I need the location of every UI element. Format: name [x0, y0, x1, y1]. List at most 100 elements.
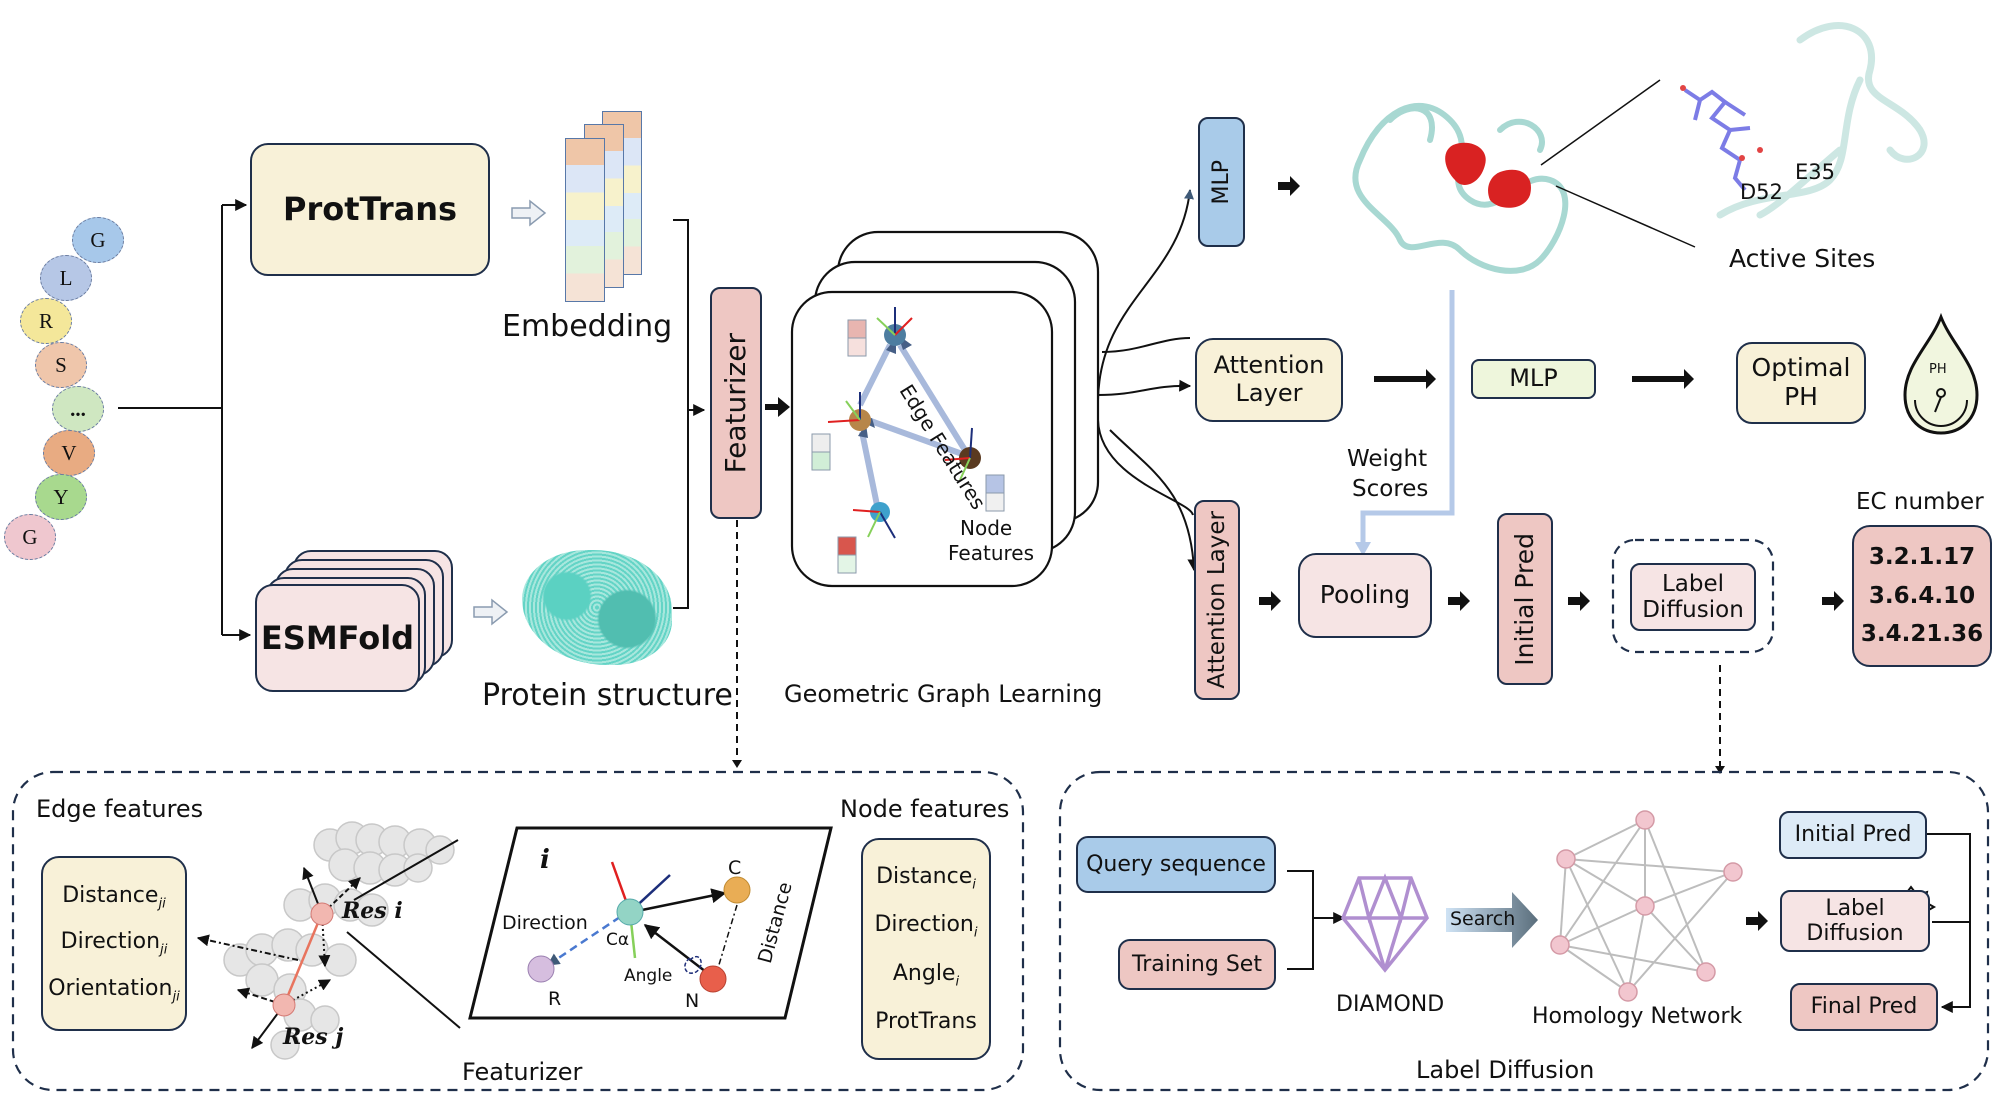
esmfold-box: ESMFold: [255, 584, 420, 692]
homology-network-nodes: [1550, 810, 1743, 1002]
residue-bead: V: [43, 430, 95, 476]
graph-branch-curves: [1097, 189, 1200, 572]
prottrans-box: ProtTrans: [250, 143, 490, 276]
layer-label: Layer: [1235, 379, 1303, 407]
node-feature-cubes: [811, 319, 1005, 574]
edge-feature-item: Directionji: [60, 929, 168, 958]
ec-number: 3.6.4.10: [1868, 582, 1976, 609]
residue-bead: ...: [52, 386, 104, 432]
res-j-node: [272, 993, 296, 1017]
graph-node-axes: [827, 307, 973, 539]
diamond-label: DIAMOND: [1336, 992, 1445, 1017]
d52-label: D52: [1740, 180, 1783, 204]
residue-label: R: [38, 308, 53, 333]
res-bond: [282, 917, 322, 1006]
ph-icon-text: PH: [1929, 362, 1947, 377]
diffusion-label: Diffusion: [1806, 921, 1904, 946]
residue-bead: R: [20, 298, 72, 344]
residue-vectors: [196, 839, 461, 1049]
protein-cartoon-image: [1352, 102, 1569, 274]
residue-label: G: [90, 227, 106, 252]
pooling-box: Pooling: [1298, 553, 1432, 638]
e35-label: E35: [1795, 160, 1835, 184]
edge-feature-item: Orientationji: [48, 975, 180, 1005]
featurizer-to-graph-arrow: [765, 397, 790, 417]
node-features-label-1: Node: [960, 516, 1013, 540]
training-set-label: Training Set: [1132, 951, 1262, 977]
weight-scores-label-1: Weight: [1347, 446, 1428, 472]
c-atom-label: C: [728, 857, 742, 879]
geometric-graph-learning-label: Geometric Graph Learning: [784, 680, 1103, 708]
optimal-label: Optimal: [1751, 353, 1851, 383]
active-site-zoom-image: [1716, 22, 1928, 219]
plane-i-label: i: [540, 845, 550, 875]
graph-card-stack: [790, 230, 1100, 588]
ec-number-box: 3.2.1.17 3.6.4.10 3.4.21.36: [1852, 525, 1992, 667]
res-j-label: Res j: [283, 1024, 344, 1050]
active-site-mlp-box: MLP: [1198, 117, 1245, 247]
label-diffusion-dashed-frame: [1611, 538, 1775, 654]
residue-bead: Y: [35, 474, 87, 520]
residue-label: L: [59, 265, 73, 290]
network-to-preds-arrow: [1746, 911, 1768, 931]
ph-label: PH: [1784, 382, 1818, 411]
weight-scores-label-2: Scores: [1352, 476, 1429, 502]
homology-network-edges: [1559, 819, 1734, 993]
block-arrows: [1259, 176, 1844, 611]
edge-features-title: Edge features: [36, 795, 204, 823]
r-atom-label: R: [548, 988, 562, 1010]
residue-bead: G: [4, 514, 56, 560]
final-pred-box: Final Pred: [1790, 983, 1938, 1031]
residue-bead: L: [40, 255, 92, 301]
mlp-label: MLP: [1509, 364, 1558, 393]
diffusion-label: Diffusion: [1642, 597, 1744, 623]
residue-label: V: [61, 440, 77, 465]
graph-edges: [857, 343, 971, 511]
ph-gauge: [1914, 388, 1968, 427]
merge-bracket: [673, 219, 706, 609]
ligand-sticks: [1683, 88, 1751, 192]
n-atom: [699, 965, 727, 993]
final-pred-label: Final Pred: [1810, 994, 1918, 1020]
res-i-label: Res i: [342, 898, 403, 924]
sequence-split-lines: [118, 199, 252, 641]
calpha-atom: [616, 898, 644, 926]
featurizer-box: Featurizer: [710, 287, 762, 519]
angle-label: Angle: [624, 966, 673, 986]
c-atom: [723, 876, 751, 904]
featurizer-panel-frame: [11, 770, 1025, 1092]
residue-label: ...: [70, 396, 86, 421]
zoom-lines: [1540, 79, 1696, 248]
ec-initial-pred-box: Initial Pred: [1497, 513, 1553, 685]
active-sites-label: Active Sites: [1729, 244, 1876, 273]
node-features-box: Distancei Directioni Anglei ProtTrans: [861, 838, 991, 1060]
protein-structure-label: Protein structure: [482, 678, 733, 713]
node-feature-item: Distancei: [876, 863, 976, 892]
attention-label: Attention: [1213, 351, 1325, 380]
initial-pred-label: Initial Pred: [1794, 822, 1912, 848]
search-label: Search: [1450, 908, 1516, 930]
prottrans-label: ProtTrans: [282, 190, 458, 229]
ec-attention-layer-box: Attention Layer: [1194, 500, 1240, 700]
hollow-arrows: [473, 199, 547, 626]
ec-number: 3.4.21.36: [1860, 621, 1984, 648]
initial-pred-box: Initial Pred: [1779, 811, 1927, 859]
embedding-label: Embedding: [502, 309, 673, 344]
attention-layer-label: Attention Layer: [1203, 511, 1230, 689]
featurizer-label: Featurizer: [718, 332, 752, 474]
edge-features-box: Distanceji Directionji Orientationji: [41, 856, 187, 1031]
diamond-icon: [1340, 873, 1430, 973]
residue-plane: [468, 826, 833, 1020]
search-arrow: [1446, 892, 1538, 948]
query-sequence-box: Query sequence: [1076, 836, 1276, 893]
res-i-node: [310, 902, 334, 926]
direction-label: Direction: [502, 912, 588, 934]
c-alpha-label: Cα: [606, 930, 630, 950]
protein-structure-image: [522, 550, 672, 665]
ph-drop-icon: [1903, 312, 1979, 435]
